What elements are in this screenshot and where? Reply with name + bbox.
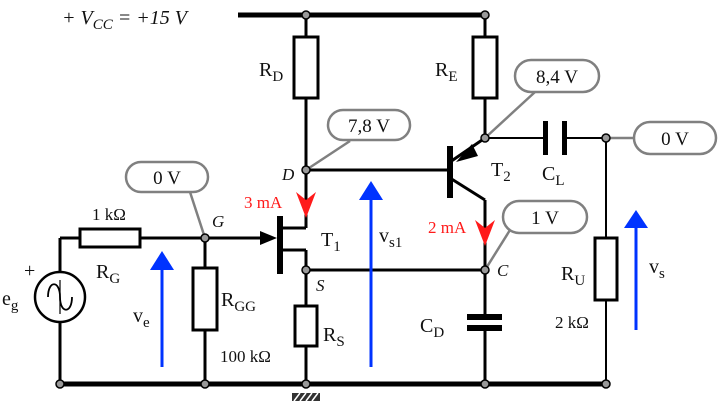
resistor-ru [593,236,619,302]
svg-text:0 V: 0 V [153,168,181,189]
current-arrow-drain [296,192,316,218]
label-rd: RD [259,59,283,85]
ground-icon [292,392,320,402]
label-re: RE [435,59,458,85]
transistor-t2 [447,136,486,202]
voltage-bubble-emitter: 8,4 V [513,58,601,94]
voltage-bubble-output: 0 V [632,120,718,156]
svg-text:7,8 V: 7,8 V [348,116,390,137]
resistor-rd [292,35,320,100]
supply-label: + VCC = +15 V [62,7,190,33]
voltage-arrow-vs1 [359,181,383,367]
label-t2: T2 [491,159,511,185]
voltage-arrow-ve [150,251,174,367]
junction-nodes [55,10,611,389]
label-ru: RU [561,263,585,289]
label-rgg: RGG [221,289,256,315]
capacitor-cd [467,314,502,331]
resistor-rs [293,304,319,348]
value-rgg: 100 kΩ [220,347,271,366]
label-eg: eg [2,288,19,314]
label-vs1: vs1 [379,225,402,251]
node-label-c: C [497,261,509,280]
label-vs: vs [649,256,665,282]
resistor-rg [78,227,142,249]
wires [58,12,607,387]
label-rs: RS [323,324,345,350]
current-arrow-collector [475,220,495,246]
capacitor-cl [543,121,567,155]
node-label-g: G [212,212,224,231]
voltage-arrow-vs [624,210,648,330]
eg-polarity: + [24,260,35,282]
voltage-bubble-collector: 1 V [501,199,589,235]
bubble-leaders [188,91,634,271]
current-label-drain: 3 mA [244,193,283,212]
svg-text:0 V: 0 V [661,129,689,150]
label-cd: CD [420,315,444,341]
voltage-bubble-gate: 0 V [124,160,210,194]
label-t1: T1 [321,229,341,255]
svg-text:8,4 V: 8,4 V [536,67,578,88]
signal-generator-eg [33,270,87,324]
node-label-s: S [316,276,325,295]
label-cl: CL [542,163,565,189]
transistor-t1 [260,216,283,274]
label-ve: ve [133,305,150,331]
voltage-bubble-drain: 7,8 V [326,108,412,142]
resistor-rgg [191,266,219,332]
svg-text:1 V: 1 V [531,208,559,229]
value-ru: 2 kΩ [555,313,589,332]
resistor-re [471,35,499,100]
node-label-d: D [281,165,295,184]
value-rg: 1 kΩ [92,205,126,224]
label-rg: RG [96,261,120,287]
current-label-collector: 2 mA [428,218,467,237]
